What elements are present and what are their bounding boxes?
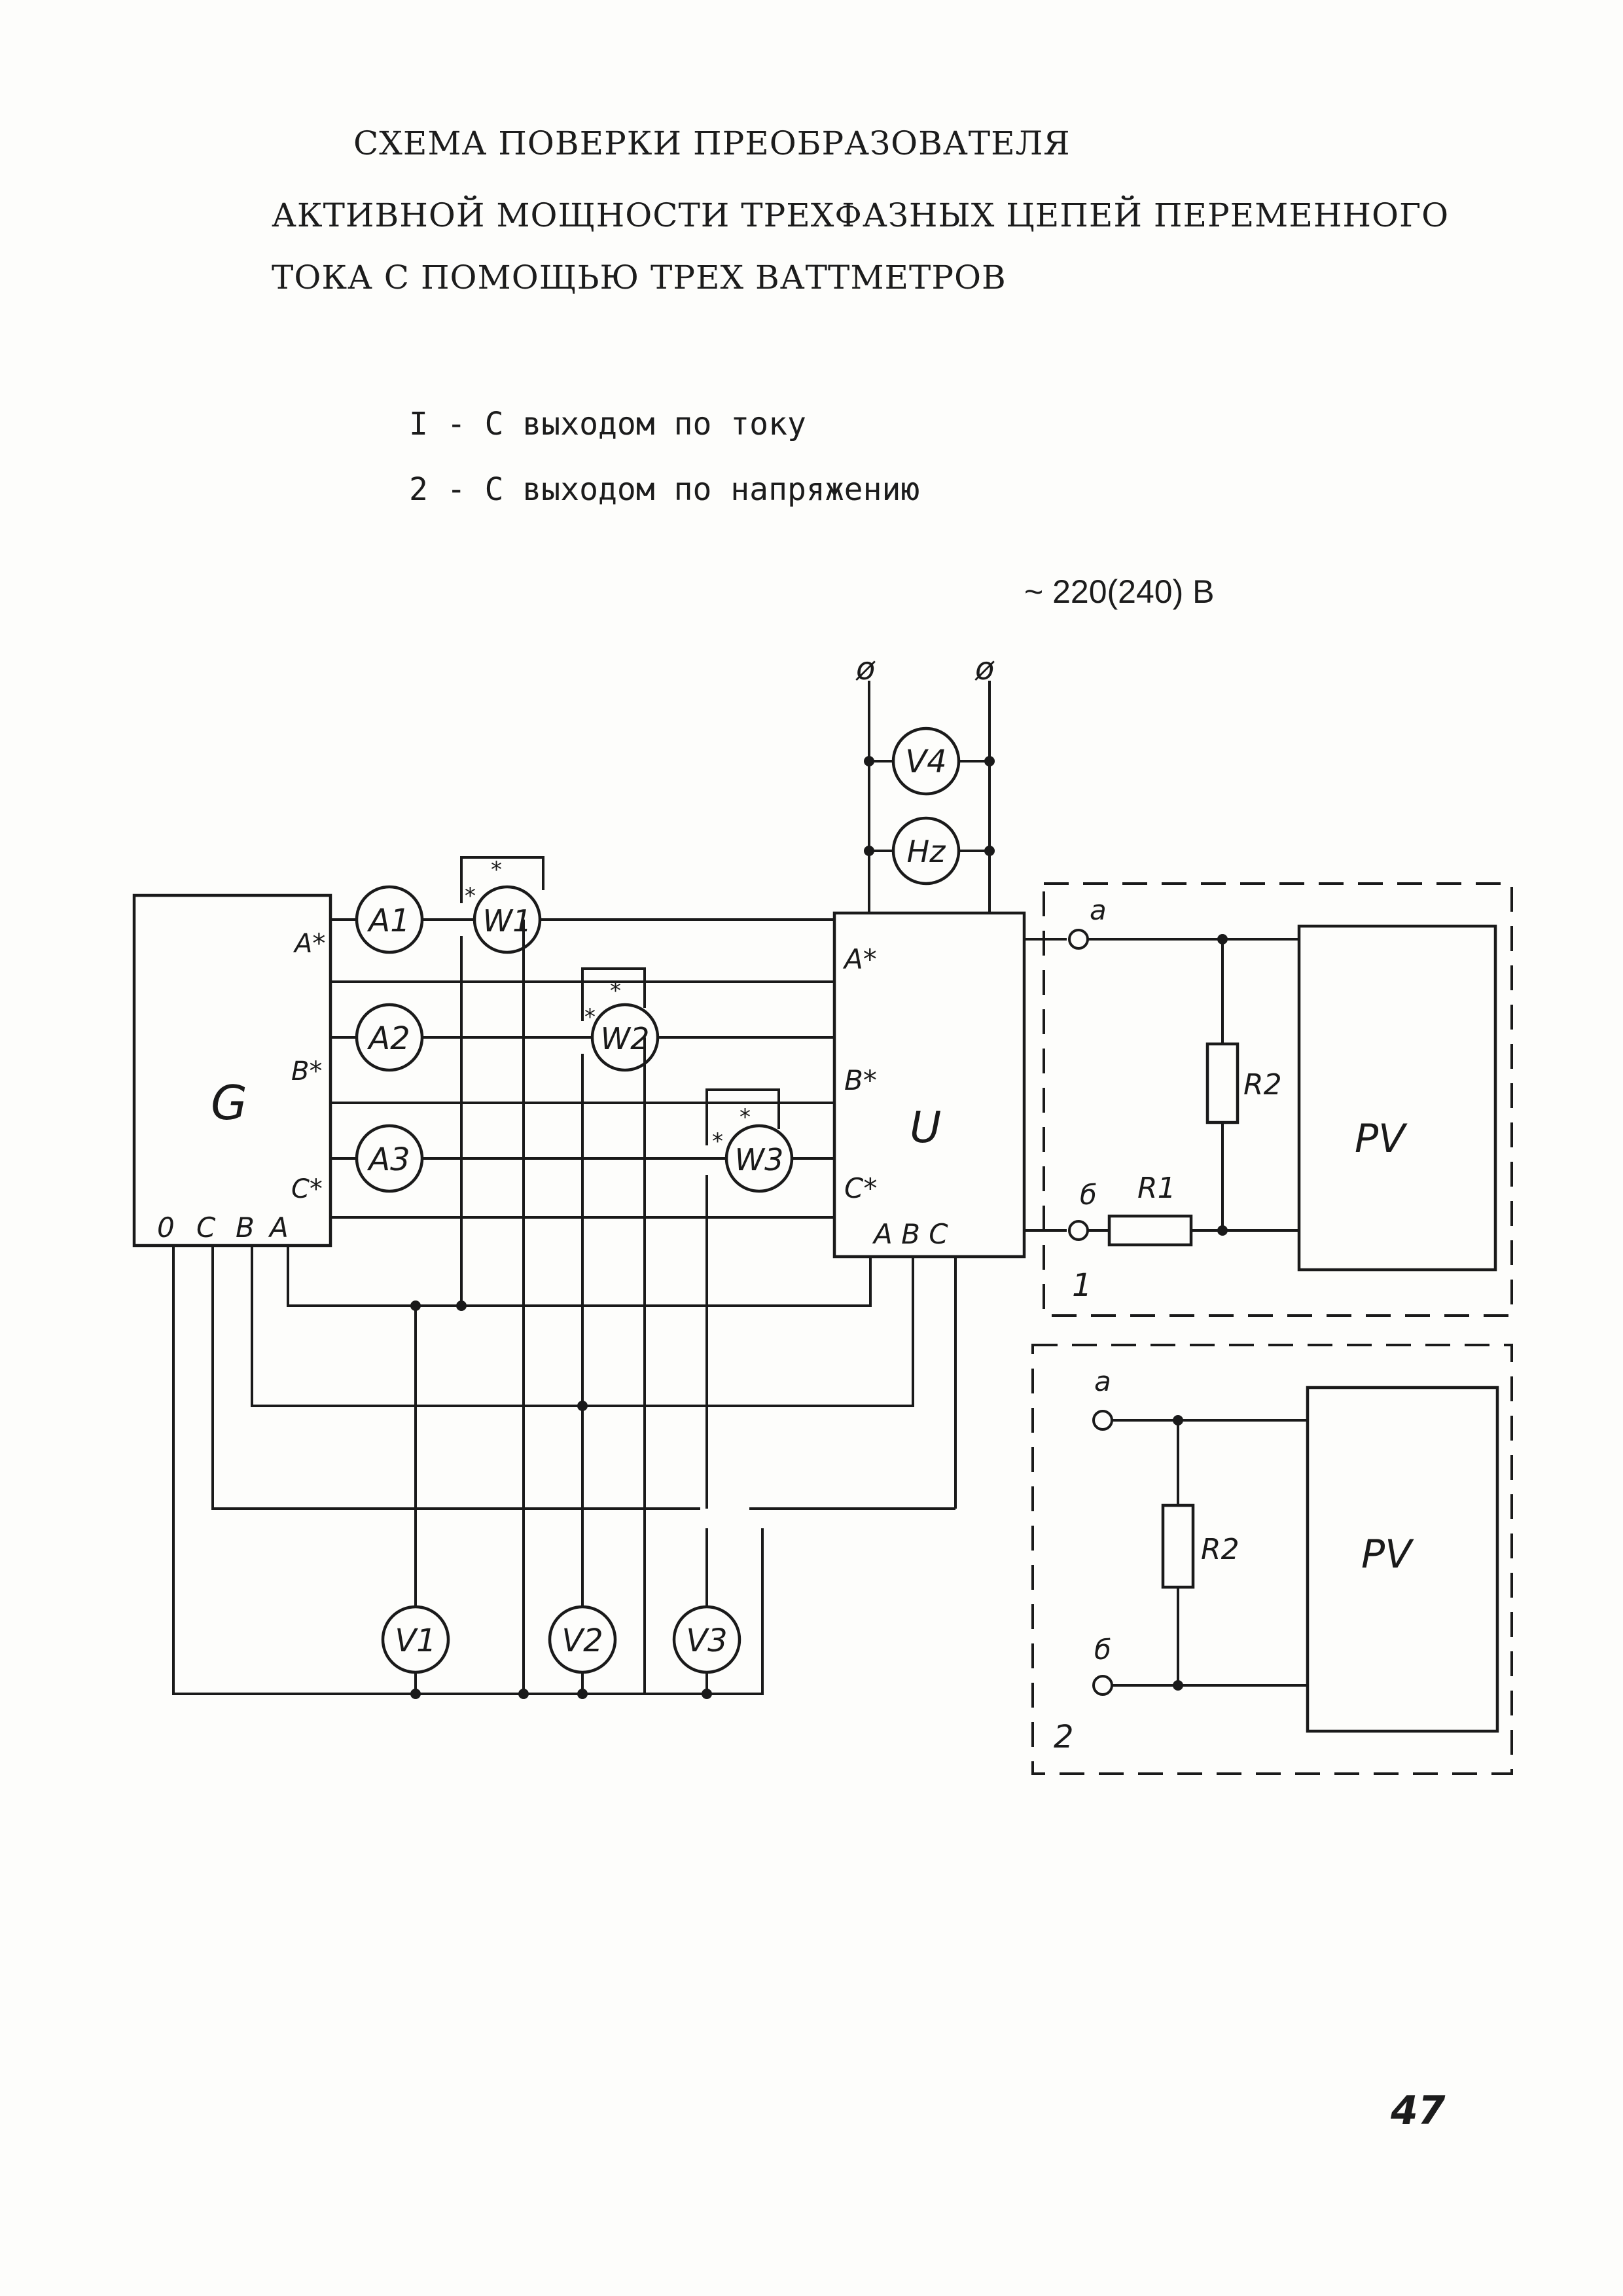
generator-block [132,893,332,1247]
block2-resistor-r2 [1161,1503,1195,1589]
block1-terminal-b-label: б [1080,1179,1097,1211]
generator-bottom-c: C [196,1211,216,1244]
block1-terminal-a[interactable] [1068,929,1089,950]
junction-dot [456,1300,467,1311]
v4-voltmeter [891,726,961,796]
block2-terminal-a-label: a [1094,1365,1111,1397]
supply-voltage-label: ~ 220(240) В [1024,573,1215,610]
converter-block [832,911,1026,1259]
block2-pv-instrument [1306,1386,1499,1733]
title-line-2: АКТИВНОЙ МОЩНОСТИ ТРЕХФАЗНЫХ ЦЕПЕЙ ПЕРЕМ… [272,196,1450,234]
legend-line-1: I - С выходом по току [409,406,806,442]
junction-dot [984,846,995,856]
converter-label: U [910,1102,941,1153]
junction-dot [864,846,874,856]
junction-dot [518,1689,529,1699]
voltmeter-v3-label: V3 [686,1623,727,1659]
w1-voltage-loop [460,856,544,903]
block1-number: 1 [1072,1267,1092,1304]
w3-star: * [740,1104,751,1130]
generator-terminal-a: A* [293,929,325,959]
w2-star: * [610,978,621,1004]
ammeter-a2 [355,1003,424,1072]
converter-terminal-a: A* [842,943,877,975]
block1-terminal-a-label: a [1090,894,1107,926]
w2-star: * [584,1004,596,1030]
voltmeter-v1 [381,1605,450,1674]
junction-dot [577,1689,588,1699]
junction-dot [1173,1415,1183,1426]
junction-dot [1173,1680,1183,1691]
ammeter-a1-label: A1 [366,903,410,939]
junction-dot [410,1689,421,1699]
block2-terminal-a[interactable] [1092,1410,1113,1431]
ammeter-a2-label: A2 [366,1020,410,1057]
block2-terminal-b-label: б [1094,1634,1111,1666]
block1-terminal-b[interactable] [1068,1220,1089,1241]
junction-dot [1217,934,1228,944]
voltmeter-v2-label: V2 [562,1623,603,1659]
wattmeter-w3 [724,1124,794,1193]
converter-terminal-c: C* [844,1172,877,1204]
w1-star: * [465,883,476,909]
block1-pv-instrument [1297,924,1497,1272]
junction-dot [984,756,995,766]
generator-bottom-b: B [236,1211,255,1244]
resistor-r1 [1107,1214,1193,1247]
block2-border [1031,1344,1513,1775]
generator-terminal-b: B* [291,1056,322,1086]
ammeter-a1 [355,885,424,954]
resistor-r1-label: R1 [1137,1172,1176,1205]
converter-terminal-b: B* [844,1064,877,1096]
block2-pv-label: PV [1361,1532,1414,1577]
junction-dot [702,1689,712,1699]
block2-number: 2 [1054,1719,1074,1755]
voltmeter-v2 [548,1605,617,1674]
generator-terminal-c: C* [291,1174,323,1204]
title-line-3: ТОКА С ПОМОЩЬЮ ТРЕХ ВАТТМЕТРОВ [272,259,1007,296]
w3-voltage-loop [705,1088,780,1145]
wattmeter-w2-label: W2 [601,1021,650,1056]
junction-dot [1217,1225,1228,1236]
hz-frequency-meter [891,816,961,886]
generator-bottom-a: A [268,1211,289,1244]
voltmeter-v3 [672,1605,741,1674]
w1-star: * [491,857,502,883]
page-number: 47 [1391,2088,1446,2134]
voltmeter-v1-label: V1 [395,1623,436,1659]
block2-resistor-r2-label: R2 [1201,1533,1240,1566]
block1-pv-label: PV [1355,1116,1408,1162]
title-line-1: СХЕМА ПОВЕРКИ ПРЕОБРАЗОВАТЕЛЯ [353,124,1071,162]
wattmeter-w2 [590,1003,660,1072]
block1-border [1043,882,1513,1317]
ammeter-a3-label: A3 [366,1141,410,1178]
w2-voltage-loop [581,967,646,1021]
bottom-wire-a [287,1246,872,1307]
block2-terminal-b[interactable] [1092,1675,1113,1696]
junction-dot [864,756,874,766]
resistor-r2-label: R2 [1243,1068,1282,1102]
generator-label: G [211,1075,247,1130]
neutral-wire [172,1246,764,1695]
wattmeter-w3-label: W3 [735,1142,784,1177]
ammeter-a3 [355,1124,424,1193]
w3-star: * [712,1128,723,1155]
supply-terminal-left: ø [855,651,876,687]
supply-terminal-right: ø [974,651,995,687]
v4-label: V4 [905,744,946,780]
legend-line-2: 2 - С выходом по напряжению [409,471,920,508]
bottom-wire-c [211,1246,700,1510]
generator-bottom-0: 0 [157,1211,175,1244]
converter-bottom-terminals: A B C [872,1218,948,1250]
hz-label: Hz [907,834,946,869]
resistor-r2 [1205,1042,1240,1124]
